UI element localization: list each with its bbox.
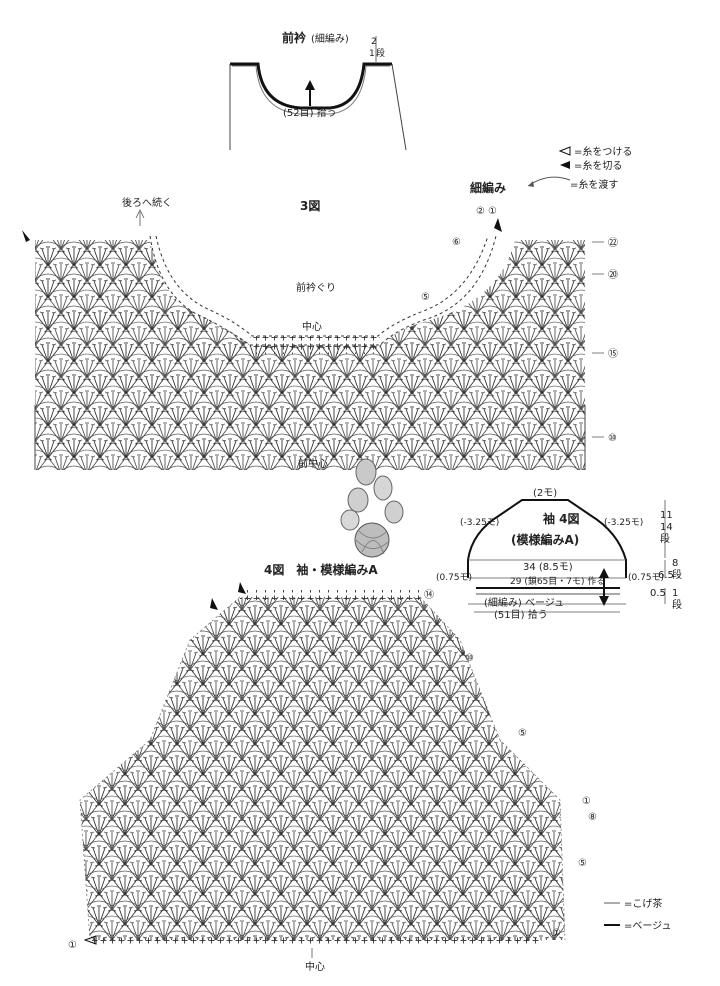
row-mark: ⑥ [452,237,461,248]
row-mark: ① [68,940,77,951]
sleeve-width: 34 (8.5モ) [523,562,573,573]
figure-3: 3図 後ろへ続く 細編み 前衿ぐり 中心 前中心 ② ① ⑥ ⑤ ㉒ ⑳ ⑮ ⑩ [22,180,618,470]
legend-bottom: =こげ茶 =ベージュ [604,897,671,932]
legend-attach: =糸をつける [574,146,632,158]
cut-marker-icon [238,582,246,594]
legend-carry: =糸を渡す [570,178,618,191]
row-mark: ⑮ [608,348,618,360]
collar-stitch-count: (52目) 拾う [283,106,337,119]
collar-rows-top: 2 [371,37,377,47]
row-mark: ② [476,206,485,217]
collar-rows-bottom: 1 [369,49,375,59]
sleeve-right-slope: (-3.25モ) [604,518,643,528]
height-low-unit: 段 [672,598,682,611]
sleeve-top: (2モ) [533,488,557,499]
front-collar-diagram: 前衿 (細編み) 2 1 段 (52目) 拾う [229,30,407,151]
height-main-a: 11 [660,510,673,521]
legend-beige: =ベージュ [624,920,671,932]
sleeve-left-slope: (-3.25モ) [460,518,499,528]
figure3-title: 3図 [300,199,320,213]
cut-marker-icon [494,218,502,232]
collar-rows-unit: 段 [376,47,385,59]
sleeve-bottom-method: (細編み) ベージュ [484,596,564,609]
cut-marker-icon [210,598,218,610]
cut-yarn-icon [560,161,570,169]
yarn-ball-icon [354,522,390,558]
shell-grid-b [35,240,585,470]
neckline-sc-row-1 [149,235,497,346]
sleeve-outline [467,499,627,578]
row-mark: ⑩ [608,433,617,444]
sleeve-chain: 29 (鎖65目・7モ) 作る [510,575,605,587]
legend-kogecha: =こげ茶 [624,897,662,910]
height-mid-unit: 段 [672,568,682,581]
row-mark: ① [552,928,561,939]
figure-4: 4図 袖・模様編みA 中心 ⑭ ⑩ ⑤ ① ⑧ ⑤ ① ① [68,562,597,973]
collar-inner-line [232,65,390,115]
attach-marker-icon [83,935,97,945]
sleeve-edge-right: (0.75モ) [628,573,664,583]
collar-edge-outline [230,62,392,110]
height-mid-a: 8 [672,558,678,569]
row-mark: ⑤ [518,728,527,739]
attach-yarn-icon [558,146,571,156]
top-sc-row [240,590,420,600]
row-mark: ⑧ [588,812,597,823]
row-mark: ⑤ [578,858,587,869]
arrow-head-icon [305,80,315,90]
height-main-unit: 段 [660,532,670,545]
row-mark: ⑳ [608,269,618,281]
sleeve-center-label: 中心 [305,960,325,973]
row-mark: ① [488,206,497,217]
legend-cut: =糸を切る [574,160,622,172]
sleeve-pattern: (模様編みA) [511,532,579,547]
front-collar-title: 前衿 [282,30,306,45]
height-main-b: 14 [660,522,673,533]
row-mark: ㉒ [608,237,618,249]
sleeve-shell-grid-b [80,597,565,940]
height-mid-b: 6.5 [658,570,674,581]
cactus-yarn-illustration [340,458,404,558]
front-collar-method: (細編み) [311,32,349,45]
bottom-sc-row [92,936,542,946]
cut-marker-icon [22,230,30,242]
back-continue-label: 後ろへ続く [122,196,172,209]
carry-yarn-icon [527,176,571,187]
sleeve-title: 袖 4図 [543,511,580,526]
row-mark: ⑩ [465,653,474,664]
sc-label: 細編み [470,180,506,195]
sleeve-edge-left: (0.75モ) [436,573,472,583]
sleeve-schematic: (2モ) (-3.25モ) (-3.25モ) 袖 4図 (模様編みA) 34 (… [436,488,682,621]
neckline-center-stitches [250,336,380,354]
row-mark: ① [582,796,591,807]
height-low-b: 1 [672,588,678,599]
front-center-label: 前中心 [298,457,328,470]
row-mark: ⑭ [424,589,434,601]
legend-top: =糸をつける =糸を切る =糸を渡す [527,146,632,191]
center-label: 中心 [302,320,322,333]
neckline-label: 前衿ぐり [296,281,336,294]
height-low-a: 0.5 [650,588,666,599]
sleeve-bottom-count: (51目) 拾う [494,608,548,621]
figure4-title: 4図 袖・模様編みA [264,562,378,577]
row-mark: ⑤ [421,292,430,303]
